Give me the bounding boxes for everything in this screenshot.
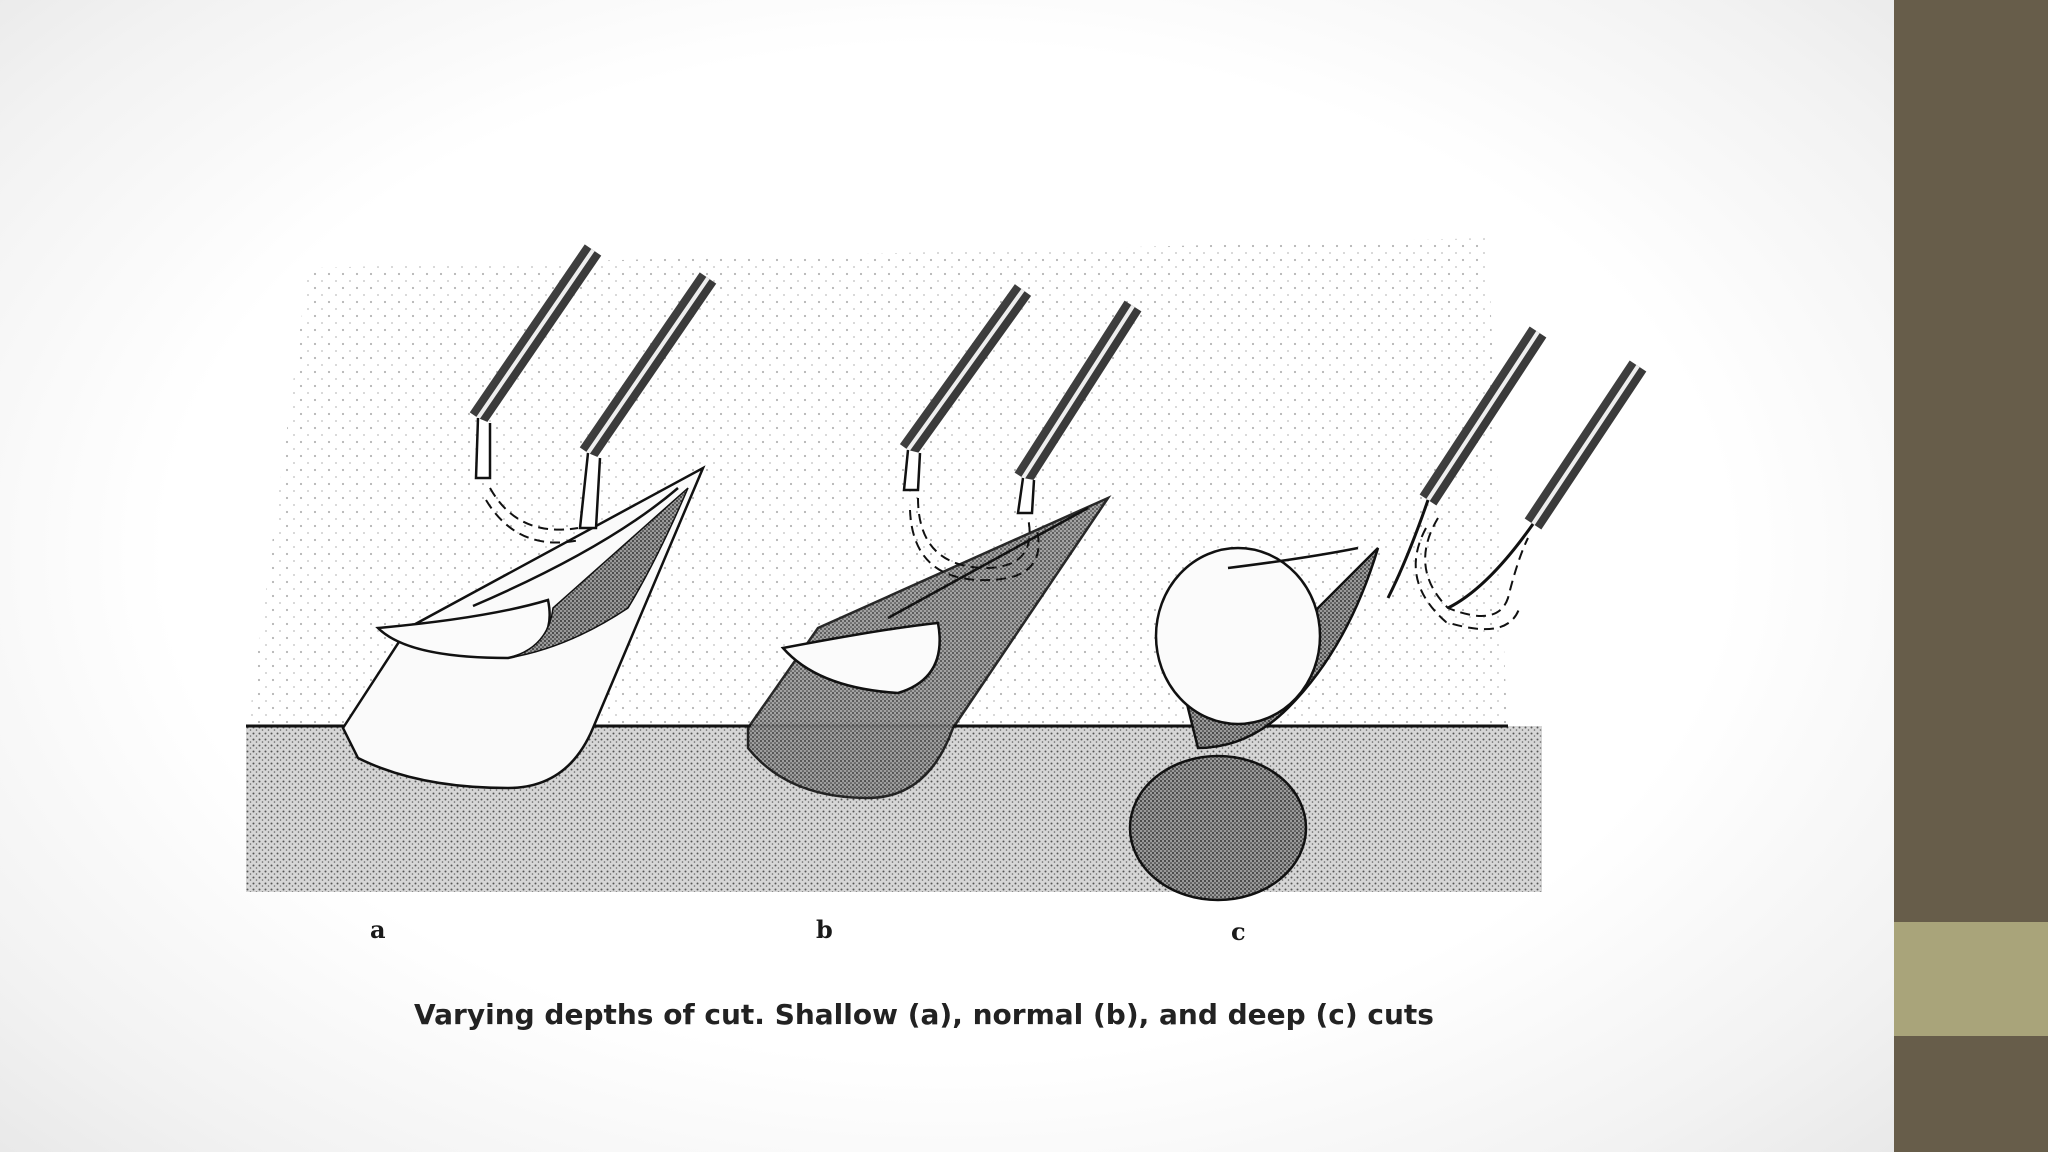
- sidebar-accent-top: [1894, 0, 2048, 922]
- panel-b-normal-cut: [746, 284, 1142, 800]
- panel-a-shallow-cut: [341, 244, 717, 790]
- panel-label-b: b: [816, 915, 833, 944]
- figure-caption: Varying depths of cut. Shallow (a), norm…: [414, 998, 1434, 1031]
- depth-of-cut-illustration: a b c: [246, 238, 1647, 946]
- sidebar-accent-bottom: [1894, 1036, 2048, 1152]
- sidebar-accent-middle: [1894, 922, 2048, 1036]
- panel-label-a: a: [370, 915, 386, 944]
- panel-label-c: c: [1231, 917, 1246, 946]
- panel-c-deep-cut: [1128, 326, 1647, 902]
